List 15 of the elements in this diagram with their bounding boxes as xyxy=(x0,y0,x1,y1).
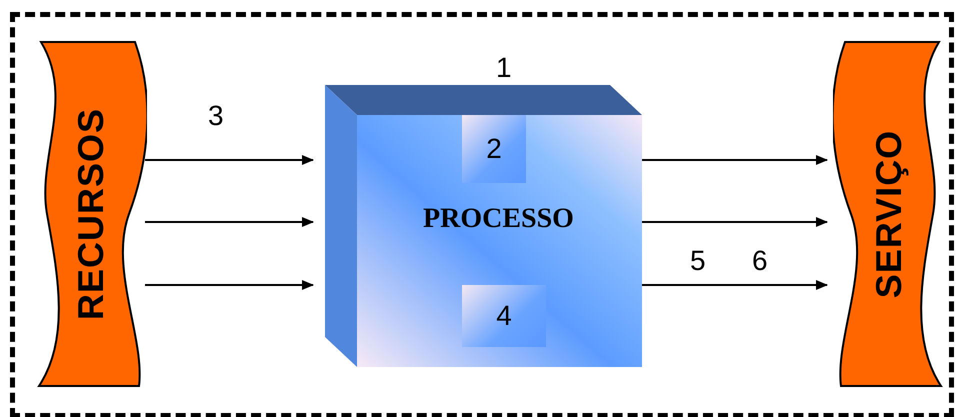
banner-label: RECURSOS xyxy=(70,108,112,320)
arrow xyxy=(145,217,314,227)
inner-box: 4 xyxy=(462,285,546,347)
arrow xyxy=(145,280,314,290)
callout-number: 5 xyxy=(690,245,706,277)
arrow xyxy=(642,155,828,165)
callout-number: 1 xyxy=(496,52,512,84)
callout-number: 6 xyxy=(752,245,768,277)
inner-box: 2 xyxy=(462,115,526,183)
callout-number: 3 xyxy=(208,100,224,132)
arrow xyxy=(145,155,314,165)
process-label: PROCESSO xyxy=(422,203,575,235)
arrow xyxy=(642,280,828,290)
arrow xyxy=(642,217,828,227)
banner-label: SERVIÇO xyxy=(868,130,910,298)
